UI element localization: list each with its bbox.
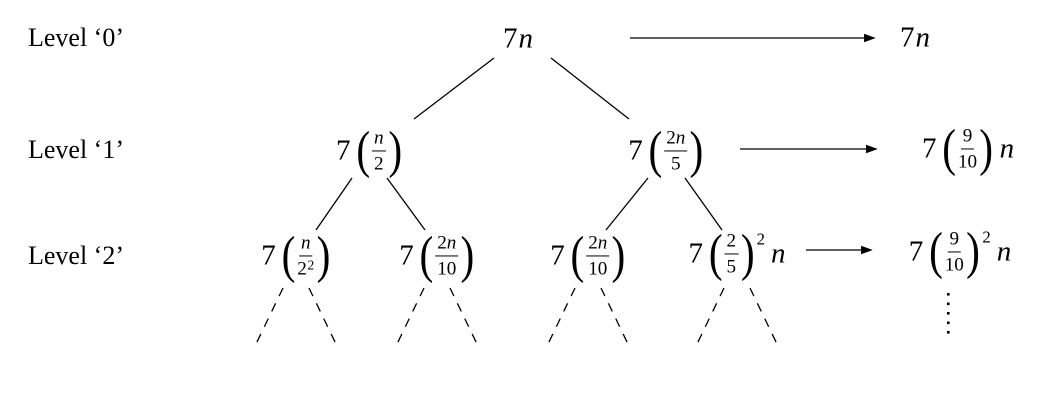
open-paren: ( bbox=[419, 226, 433, 284]
exponent: 2 bbox=[756, 229, 765, 249]
numerator-coefficient: 2 bbox=[437, 232, 447, 254]
dashed-edge-l2n4-right bbox=[749, 287, 778, 345]
open-paren: ( bbox=[928, 222, 943, 280]
numerator: 2 bbox=[724, 230, 739, 255]
vertical-ellipsis-icon bbox=[947, 293, 950, 334]
close-paren: ) bbox=[966, 222, 980, 280]
open-paren: ( bbox=[281, 226, 295, 284]
numerator-coefficient: 2 bbox=[588, 232, 598, 254]
denominator: 5 bbox=[670, 153, 681, 175]
coefficient: 7 bbox=[335, 134, 351, 167]
open-paren: ( bbox=[570, 226, 584, 284]
numerator: 9 bbox=[960, 125, 975, 150]
node-level2-4: 7 ( 2 5 ) 2 n bbox=[688, 224, 786, 282]
edge-l1left-to-l2n1 bbox=[315, 177, 353, 231]
numerator-variable: n bbox=[373, 127, 384, 149]
denominator: 2 bbox=[373, 153, 384, 175]
variable-n: n bbox=[770, 237, 786, 270]
open-paren: ( bbox=[941, 119, 956, 177]
edge-l1right-to-l2n3 bbox=[605, 177, 649, 231]
denominator-base: 2 bbox=[297, 258, 307, 280]
denominator: 10 bbox=[944, 254, 964, 276]
numerator-variable: n bbox=[446, 232, 457, 254]
close-paren: ) bbox=[611, 226, 626, 284]
numerator-variable: n bbox=[300, 232, 311, 254]
row-label-level2: Level ‘2’ bbox=[28, 241, 125, 270]
coefficient: 7 bbox=[688, 237, 704, 270]
close-paren: ) bbox=[316, 226, 331, 284]
coefficient: 7 bbox=[261, 239, 276, 272]
close-paren: ) bbox=[979, 119, 994, 177]
denominator: 10 bbox=[437, 258, 457, 280]
node-level1-left: 7 ( n 2 ) bbox=[335, 121, 402, 179]
dashed-edge-l2n3-left bbox=[547, 287, 576, 345]
close-paren: ) bbox=[387, 121, 402, 179]
coefficient: 7 bbox=[628, 134, 643, 167]
edge-root-to-l1left bbox=[413, 57, 495, 120]
fraction: 2 5 bbox=[724, 230, 739, 278]
variable-n: n bbox=[518, 22, 534, 55]
dashed-edge-l2n1-right bbox=[308, 287, 337, 345]
node-level1-right: 7 ( 2n 5 ) bbox=[628, 121, 704, 179]
numerator-variable: n bbox=[597, 232, 608, 254]
fraction: 2n 10 bbox=[435, 232, 459, 280]
open-paren: ( bbox=[708, 224, 723, 282]
fraction: 2n 5 bbox=[664, 127, 688, 175]
fraction: n 22 bbox=[297, 232, 314, 279]
row-label-level1: Level ‘1’ bbox=[28, 135, 125, 164]
denominator: 10 bbox=[588, 258, 608, 280]
fraction: n 2 bbox=[371, 127, 386, 175]
coefficient: 7 bbox=[921, 132, 937, 165]
fraction: 9 10 bbox=[945, 228, 964, 275]
result-level2: 7 ( 9 10 ) 2 n bbox=[908, 222, 1012, 280]
denominator-exponent: 2 bbox=[307, 257, 315, 273]
denominator: 5 bbox=[726, 256, 737, 278]
coefficient: 7 bbox=[399, 239, 414, 272]
numerator-variable: n bbox=[675, 127, 686, 149]
node-level2-1: 7 ( n 22 ) bbox=[261, 226, 331, 284]
close-paren: ) bbox=[689, 121, 704, 179]
result-level1: 7 ( 9 10 ) n bbox=[921, 119, 1015, 177]
variable-n: n bbox=[999, 132, 1015, 165]
close-paren: ) bbox=[460, 226, 475, 284]
exponent: 2 bbox=[982, 227, 991, 247]
node-level2-3: 7 ( 2n 10 ) bbox=[550, 226, 626, 284]
edge-root-to-l1right bbox=[550, 57, 630, 120]
variable-n: n bbox=[915, 21, 931, 54]
fraction: 2n 10 bbox=[586, 232, 610, 280]
coefficient: 7 bbox=[900, 21, 915, 54]
numerator: 9 bbox=[947, 228, 962, 253]
variable-n: n bbox=[996, 235, 1012, 268]
edge-l1right-to-l2n4 bbox=[684, 177, 723, 231]
denominator: 10 bbox=[957, 151, 978, 173]
dashed-edge-l2n4-left bbox=[696, 287, 725, 345]
dashed-edge-l2n1-left bbox=[255, 287, 284, 345]
fraction: 9 10 bbox=[958, 125, 977, 172]
close-paren: ) bbox=[740, 224, 755, 282]
row-label-level0: Level ‘0’ bbox=[28, 23, 125, 52]
numerator-coefficient: 2 bbox=[666, 127, 676, 149]
coefficient: 7 bbox=[908, 235, 924, 268]
dashed-edge-l2n2-right bbox=[449, 287, 478, 345]
open-paren: ( bbox=[355, 121, 370, 179]
dashed-edge-l2n3-right bbox=[600, 287, 629, 345]
open-paren: ( bbox=[648, 121, 662, 179]
node-level2-2: 7 ( 2n 10 ) bbox=[399, 226, 475, 284]
coefficient: 7 bbox=[550, 239, 565, 272]
coefficient: 7 bbox=[503, 22, 518, 55]
edge-l1left-to-l2n2 bbox=[386, 177, 426, 231]
dashed-edge-l2n2-left bbox=[396, 287, 425, 345]
